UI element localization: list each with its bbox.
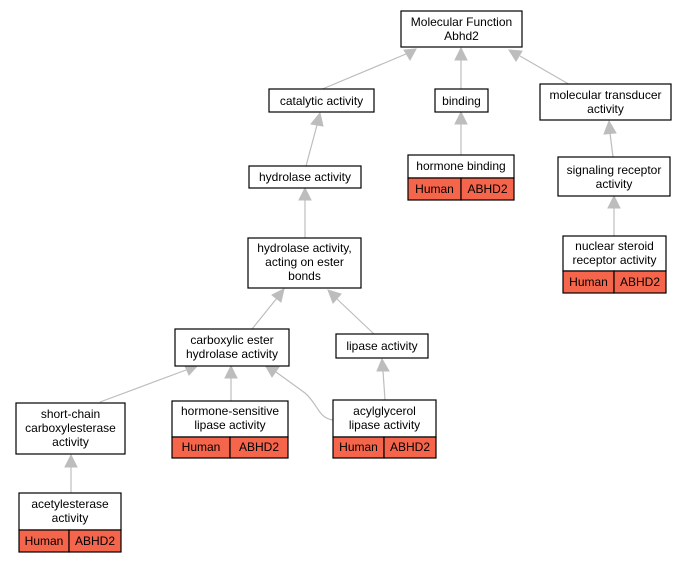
edge-arrow — [403, 48, 417, 62]
gene-cell — [460, 177, 515, 201]
node-label: activity — [52, 435, 89, 449]
node-label: carboxylic ester — [190, 333, 273, 347]
node-label: lipase activity — [194, 418, 265, 432]
node-binding: binding — [434, 88, 489, 113]
node-hormone-binding: hormone binding Human ABHD2 — [407, 154, 515, 201]
gene-cell — [68, 529, 122, 553]
edge-arrow — [264, 364, 280, 378]
node-label: hydrolase activity, — [257, 241, 351, 255]
node-label: binding — [442, 94, 481, 108]
edge-arrow — [224, 364, 238, 379]
species-label: Human — [339, 440, 378, 454]
species-label: Human — [569, 275, 608, 289]
node-label: Molecular Function — [411, 15, 512, 29]
node-short-chain-carboxylesterase: short-chain carboxylesterase activity — [15, 402, 126, 455]
species-label: Human — [25, 534, 64, 548]
node-label: hydrolase activity — [186, 347, 278, 361]
edge-arrow — [454, 110, 468, 125]
node-label: hormone-sensitive — [181, 404, 279, 418]
node-hydrolase-activity: hydrolase activity — [248, 165, 362, 189]
node-hormone-sensitive-lipase: hormone-sensitive lipase activity Human … — [171, 400, 289, 459]
edge-arrow — [454, 46, 468, 61]
gene-label: ABHD2 — [467, 182, 507, 196]
edge-signaling-transducer — [609, 132, 614, 158]
node-label: activity — [52, 511, 89, 525]
edge-arrow — [271, 288, 285, 303]
edge-lipase-ester — [336, 298, 375, 335]
edge-arrow — [376, 357, 390, 372]
edge-acylglycerol-carboxylic — [275, 371, 334, 421]
edge-arrow — [310, 111, 324, 127]
node-ester-bonds: hydrolase activity, acting on ester bond… — [247, 237, 362, 289]
species-label: Human — [415, 182, 454, 196]
node-label: hydrolase activity — [259, 170, 351, 184]
edge-carboxylic-ester — [251, 297, 278, 330]
edge-arrow — [64, 453, 78, 468]
node-acylglycerol-lipase: acylglycerol lipase activity Human ABHD2 — [332, 399, 437, 459]
node-label: bonds — [288, 269, 321, 283]
node-lipase-activity: lipase activity — [335, 333, 429, 359]
edge-arrow — [327, 289, 342, 304]
node-catalytic-activity: catalytic activity — [268, 88, 375, 113]
node-label: receptor activity — [572, 253, 656, 267]
node-root: Molecular Function Abhd2 — [400, 10, 523, 48]
node-label: Abhd2 — [444, 29, 479, 43]
node-signaling-receptor: signaling receptor activity — [557, 156, 671, 197]
node-label: activity — [596, 177, 633, 191]
edges — [64, 46, 621, 493]
gene-cell — [383, 436, 437, 459]
node-label: lipase activity — [349, 418, 420, 432]
node-label: acting on ester — [265, 255, 344, 269]
node-label: hormone binding — [416, 159, 505, 173]
gene-cell — [229, 436, 289, 459]
node-label: lipase activity — [346, 339, 417, 353]
edge-arrow — [508, 49, 523, 62]
species-label: Human — [182, 440, 221, 454]
edge-arrow — [603, 119, 617, 135]
node-label: molecular transducer — [549, 88, 661, 102]
node-label: nuclear steroid — [575, 239, 654, 253]
node-nuclear-steroid-receptor: nuclear steroid receptor activity Human … — [562, 235, 667, 294]
edge-arrow — [607, 194, 621, 209]
node-label: acylglycerol — [353, 404, 416, 418]
node-label: acetylesterase — [31, 497, 109, 511]
gene-label: ABHD2 — [620, 275, 660, 289]
gene-label: ABHD2 — [75, 534, 115, 548]
node-label: activity — [587, 102, 624, 116]
edge-arrow — [298, 186, 312, 201]
node-label: signaling receptor — [567, 163, 662, 177]
node-molecular-transducer: molecular transducer activity — [539, 83, 672, 121]
node-label: carboxylesterase — [25, 421, 116, 435]
edge-transducer-root — [519, 55, 573, 87]
edge-catalytic-root — [319, 53, 407, 91]
node-label: catalytic activity — [280, 94, 363, 108]
edge-acylglycerol-lipase — [382, 370, 386, 401]
edge-shortchain-carboxylic — [99, 369, 187, 403]
gene-label: ABHD2 — [239, 440, 279, 454]
gene-label: ABHD2 — [390, 440, 430, 454]
node-acetylesterase-activity: acetylesterase activity Human ABHD2 — [18, 492, 122, 553]
edge-hydrolase-catalytic — [305, 124, 318, 167]
gene-cell — [613, 270, 667, 294]
node-carboxylic-ester: carboxylic ester hydrolase activity — [174, 328, 290, 367]
node-label: short-chain — [41, 407, 100, 421]
